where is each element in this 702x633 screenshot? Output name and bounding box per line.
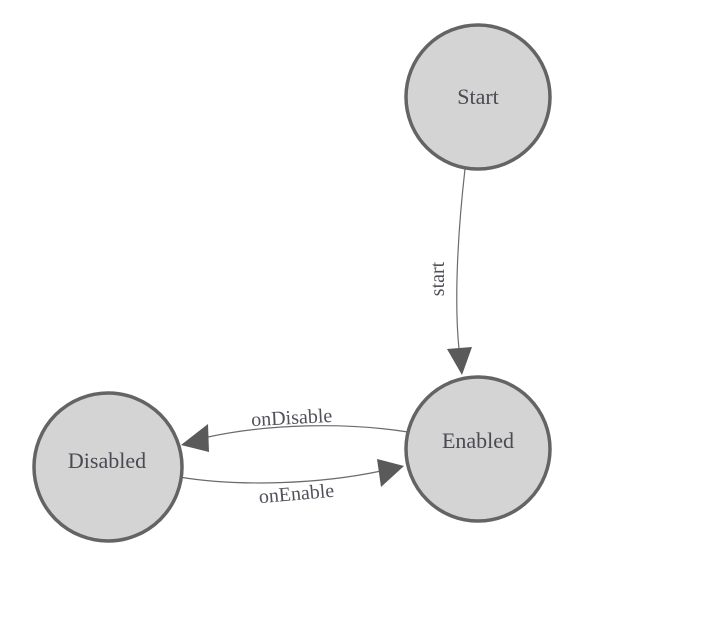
- edge-label-start: start: [427, 261, 449, 296]
- state-label-start: Start: [457, 84, 499, 109]
- edge-line[interactable]: [178, 470, 382, 484]
- state-node-disabled[interactable]: Disabled: [32, 391, 184, 543]
- state-label-disabled: Disabled: [68, 448, 146, 473]
- edge-line[interactable]: [207, 425, 409, 438]
- arrowhead-icon: [181, 424, 209, 452]
- state-node-start[interactable]: Start: [404, 23, 552, 171]
- edge-label-onenable: onEnable: [258, 480, 335, 509]
- state-circle[interactable]: [404, 375, 552, 523]
- state-circle[interactable]: [404, 23, 552, 171]
- transition-edge-start-to-enabled[interactable]: start: [427, 168, 472, 375]
- transition-edge-enabled-to-disabled[interactable]: onDisable: [181, 405, 409, 452]
- arrowhead-icon: [447, 347, 472, 375]
- state-label-enabled: Enabled: [442, 428, 514, 453]
- edge-line[interactable]: [456, 168, 466, 350]
- transition-edge-disabled-to-enabled[interactable]: onEnable: [178, 459, 404, 509]
- arrowhead-icon: [377, 459, 404, 487]
- state-circle[interactable]: [32, 391, 184, 543]
- state-node-enabled[interactable]: Enabled: [404, 375, 552, 523]
- edge-label-ondisable: onDisable: [251, 405, 333, 431]
